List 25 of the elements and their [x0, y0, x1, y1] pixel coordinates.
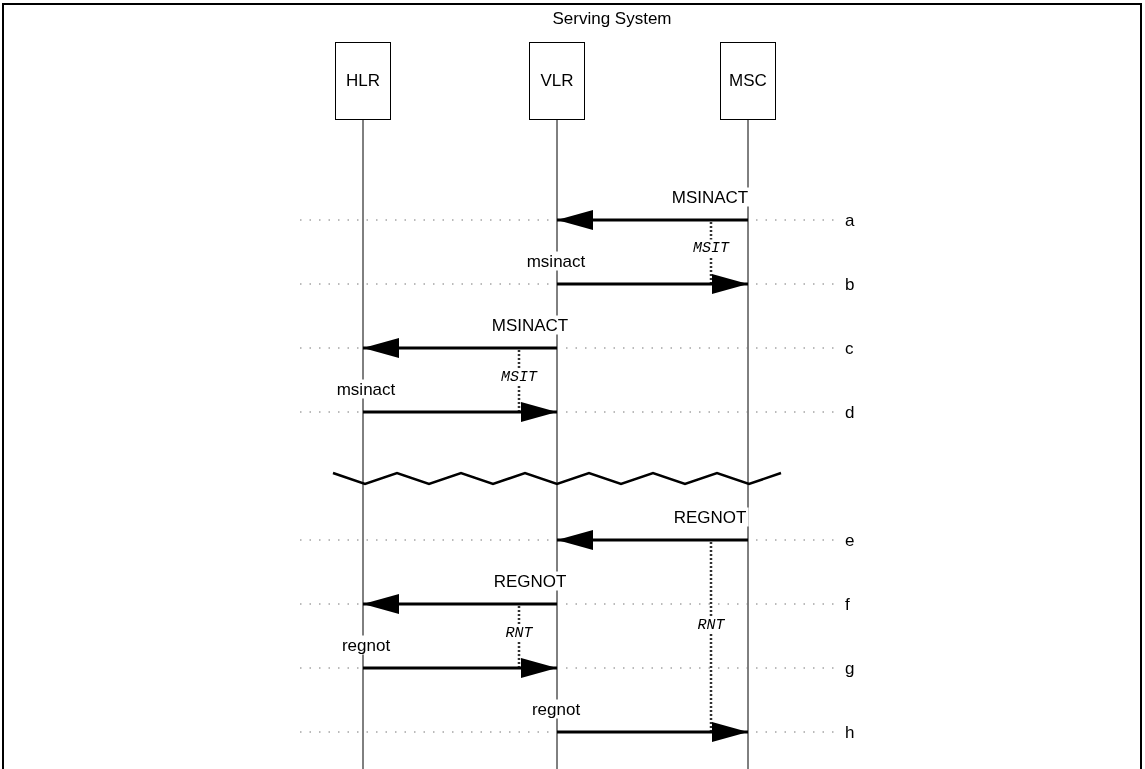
message-arrow: [363, 594, 557, 614]
row-letter: b: [845, 275, 855, 293]
entity-name: HLR: [346, 71, 380, 91]
message-arrow: [557, 530, 748, 550]
message-arrow: [557, 210, 748, 230]
message-label: msinact: [524, 251, 588, 271]
row-letter: d: [845, 403, 855, 421]
row-letter: f: [845, 595, 850, 613]
row-letter: h: [845, 723, 855, 741]
message-arrow: [557, 722, 748, 742]
timer-label: MSIT: [499, 368, 539, 386]
message-arrow: [557, 274, 748, 294]
message-arrow: [363, 338, 557, 358]
row-letter: g: [845, 659, 855, 677]
timer-label: MSIT: [691, 239, 731, 257]
row-letter: e: [845, 531, 855, 549]
message-arrow: [363, 658, 557, 678]
row-letter: a: [845, 211, 855, 229]
timer-label: RNT: [503, 624, 535, 642]
entity-name: MSC: [729, 71, 767, 91]
message-arrow: [363, 402, 557, 422]
message-label: msinact: [334, 379, 398, 399]
group-title: Serving System: [552, 9, 672, 27]
row-letter: c: [845, 339, 854, 357]
entity-name: VLR: [540, 71, 574, 91]
